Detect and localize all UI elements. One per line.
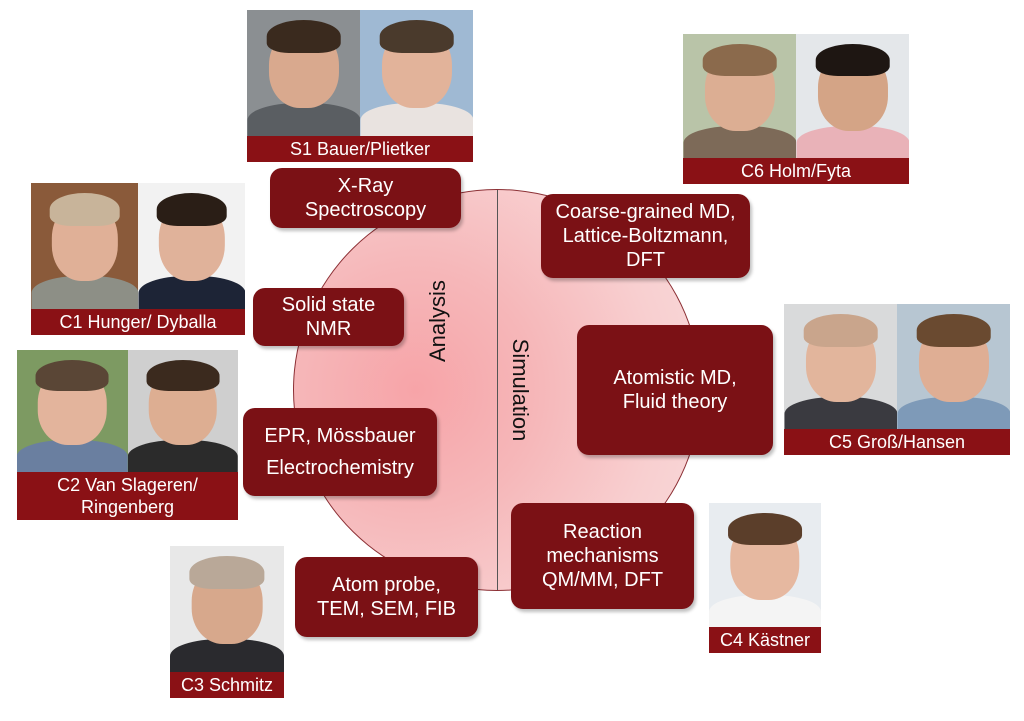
- c5-photo: [784, 304, 1010, 429]
- s1-namebar: S1 Bauer/Plietker: [247, 136, 473, 162]
- c2-photo: [17, 350, 238, 472]
- portrait: [897, 304, 1010, 429]
- box-line: Electrochemistry: [266, 457, 414, 479]
- name-label: C5 Groß/Hansen: [828, 432, 966, 452]
- portrait: [17, 350, 128, 472]
- box-line: TEM, SEM, FIB: [317, 598, 456, 620]
- simulation-label: Simulation: [508, 338, 533, 442]
- box-line: Lattice-Boltzmann,: [562, 225, 729, 247]
- c5-namebar: C5 Groß/Hansen: [784, 429, 1010, 455]
- portrait: [709, 503, 821, 627]
- box-line: NMR: [305, 318, 352, 340]
- s1-photo: [247, 10, 473, 136]
- atomistic-md-box: Atomistic MD, Fluid theory: [577, 325, 773, 455]
- box-line: EPR, Mössbauer: [264, 425, 416, 447]
- c1-photo: [31, 183, 245, 309]
- portrait: [138, 183, 245, 309]
- portrait: [170, 546, 284, 672]
- box-line: mechanisms: [546, 545, 659, 567]
- circle-divider: [497, 190, 498, 590]
- portrait: [127, 350, 238, 472]
- name-label: C4 Kästner: [719, 630, 811, 650]
- xray-spectroscopy-box: X-Ray Spectroscopy: [270, 168, 461, 228]
- name-label: C2 Van Slageren/: [57, 475, 198, 495]
- c3-namebar: C3 Schmitz: [170, 672, 284, 698]
- box-line: Atomistic MD,: [613, 367, 737, 389]
- box-line: QM/MM, DFT: [541, 569, 664, 591]
- epr-electrochemistry-box: EPR, Mössbauer Electrochemistry: [243, 408, 437, 496]
- box-line: Solid state: [281, 294, 376, 316]
- name-label: C3 Schmitz: [180, 675, 274, 695]
- c1-namebar: C1 Hunger/ Dyballa: [31, 309, 245, 335]
- c4-photo: [709, 503, 821, 627]
- reaction-mechanisms-box: Reaction mechanisms QM/MM, DFT: [511, 503, 694, 609]
- portrait: [360, 10, 473, 136]
- atom-probe-box: Atom probe, TEM, SEM, FIB: [295, 557, 478, 637]
- portrait: [784, 304, 897, 429]
- c4-namebar: C4 Kästner: [709, 627, 821, 653]
- name-label: C6 Holm/Fyta: [740, 161, 852, 181]
- c6-namebar: C6 Holm/Fyta: [683, 158, 909, 184]
- solid-state-nmr-box: Solid state NMR: [253, 288, 404, 346]
- box-line: Spectroscopy: [304, 199, 427, 221]
- box-line: DFT: [626, 249, 665, 271]
- box-line: X-Ray: [337, 175, 394, 197]
- portrait: [31, 183, 138, 309]
- box-line: Coarse-grained MD,: [555, 201, 736, 223]
- name-label: Ringenberg: [80, 497, 175, 517]
- analysis-label: Analysis: [425, 280, 450, 362]
- box-line: Atom probe,: [332, 574, 441, 596]
- name-label: C1 Hunger/ Dyballa: [59, 312, 217, 332]
- c3-photo: [170, 546, 284, 672]
- name-label: S1 Bauer/Plietker: [289, 139, 431, 159]
- portrait: [683, 34, 796, 158]
- portrait: [796, 34, 909, 158]
- coarse-grained-md-box: Coarse-grained MD, Lattice-Boltzmann, DF…: [541, 194, 750, 278]
- portrait: [247, 10, 360, 136]
- c2-namebar: C2 Van Slageren/ Ringenberg: [17, 472, 238, 520]
- box-line: Reaction: [563, 521, 642, 543]
- box-line: Fluid theory: [622, 391, 728, 413]
- c6-photo: [683, 34, 909, 158]
